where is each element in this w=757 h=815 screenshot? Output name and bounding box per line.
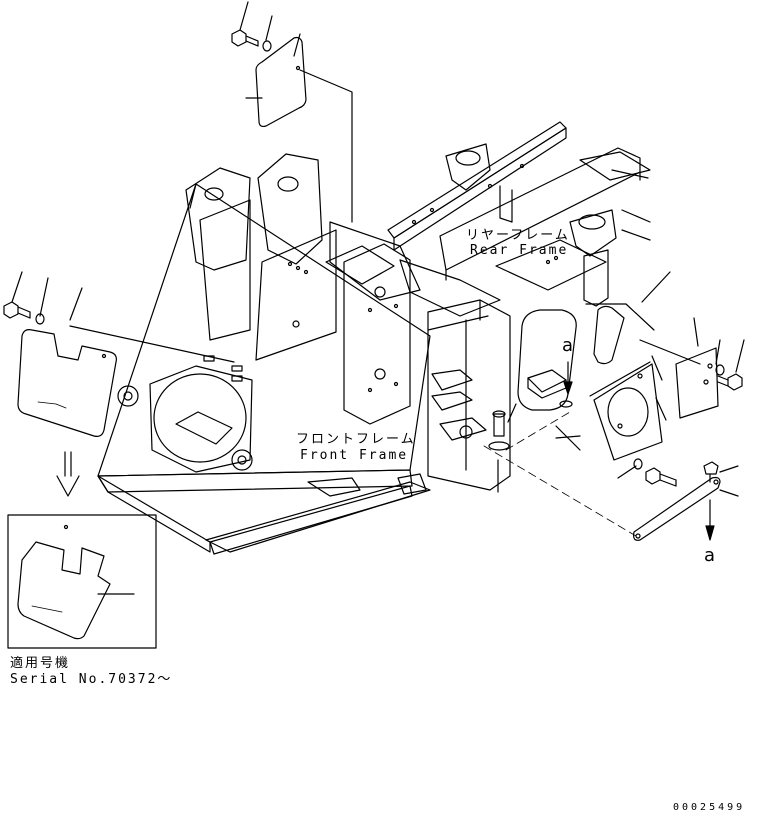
front-frame-label-en: Front Frame xyxy=(300,448,409,463)
stopper-assembly xyxy=(483,361,739,541)
inset-cover-plate xyxy=(17,541,111,640)
left-cover-plate xyxy=(17,329,117,437)
rear-frame-label-jp: リヤーフレーム xyxy=(466,228,570,243)
top-washer xyxy=(262,40,272,52)
drawing-number: 00025499 xyxy=(673,802,746,813)
rear-frame-label-en: Rear Frame xyxy=(470,243,569,258)
right-cover-rect xyxy=(675,347,719,419)
right-bolt xyxy=(717,373,743,391)
lock-pin-bolt xyxy=(703,461,719,483)
hinge-pin xyxy=(488,410,510,451)
front-frame-label-jp: フロントフレーム xyxy=(296,432,416,447)
hinge-block xyxy=(329,221,511,491)
reference-mark-a-upper: a xyxy=(562,335,574,356)
left-cover-assembly xyxy=(3,271,235,497)
top-bolt xyxy=(231,29,259,47)
rear-frame xyxy=(387,121,651,307)
right-small-cover xyxy=(593,305,625,365)
lower-washer xyxy=(633,458,643,470)
front-frame xyxy=(97,153,431,555)
right-cover-assembly xyxy=(517,271,745,461)
right-washer xyxy=(715,364,725,376)
inset-box xyxy=(7,514,157,649)
right-cover-oval xyxy=(517,309,577,411)
right-cover-round-hole xyxy=(593,363,663,461)
serial-label-en: Serial No.70372～ xyxy=(10,672,173,687)
left-bolt xyxy=(3,301,31,319)
lock-bar xyxy=(633,476,721,541)
reference-mark-a-lower: a xyxy=(704,545,716,566)
top-cover-assembly xyxy=(231,1,353,223)
serial-label-jp: 適用号機 xyxy=(10,656,71,671)
top-cover-plate xyxy=(255,36,307,128)
lower-bolt xyxy=(645,467,677,487)
